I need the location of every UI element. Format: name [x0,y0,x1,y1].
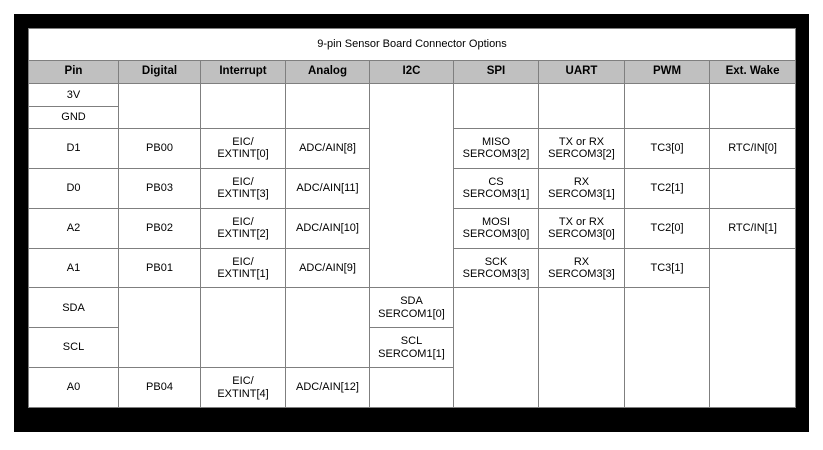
column-header-digital: Digital [118,59,201,85]
image-black-frame: 9-pin Sensor Board Connector Options Pin… [14,14,809,432]
cell-a1-digital: PB01 [118,247,201,289]
cell-unavailable-pwm [624,287,710,408]
column-header-i2c: I2C [369,59,454,85]
table-row: GND [28,105,796,130]
cell-unavailable-ext_wake [708,247,797,409]
column-header-ext-wake: Ext. Wake [708,59,797,85]
column-header-spi: SPI [453,59,539,85]
cell-a2-pwm: TC2[0] [624,207,710,249]
cell-d0-analog: ADC/AIN[11] [285,167,370,209]
cell-unavailable-pwm [624,83,710,130]
table-title-row: 9-pin Sensor Board Connector Options [27,28,797,61]
pin-label-d1: D1 [28,128,119,169]
cell-unavailable-interrupt [200,287,286,369]
column-header-uart: UART [538,59,625,85]
pin-label-a0: A0 [28,367,119,408]
cell-d1-ext-wake: RTC/IN[0] [708,128,797,169]
cell-unavailable-i2c [369,367,454,408]
cell-a2-digital: PB02 [118,207,201,249]
cell-d0-digital: PB03 [118,167,201,209]
column-header-pin: Pin [28,59,119,85]
cell-d1-interrupt: EIC/EXTINT[0] [200,128,286,169]
cell-unavailable-spi [453,287,539,408]
cell-unavailable-analog [285,287,370,369]
pinout-table: 9-pin Sensor Board Connector Options Pin… [27,28,797,409]
cell-unavailable-spi [453,83,539,130]
column-header-interrupt: Interrupt [200,59,286,85]
cell-d1-pwm: TC3[0] [624,128,710,169]
cell-a2-interrupt: EIC/EXTINT[2] [200,207,286,249]
pin-label-d0: D0 [28,167,119,209]
cell-unavailable-ext_wake [708,83,797,130]
pin-label-a2: A2 [28,207,119,249]
cell-unavailable-i2c [369,83,454,289]
cell-a1-analog: ADC/AIN[9] [285,247,370,289]
column-header-analog: Analog [285,59,370,85]
pin-label-sda: SDA [28,287,119,329]
cell-unavailable-digital [118,287,201,369]
table-container: 9-pin Sensor Board Connector Options Pin… [27,28,797,409]
cell-unavailable-interrupt [200,83,286,130]
table-row: 3V [28,83,797,289]
cell-unavailable-digital [118,83,201,130]
cell-d1-analog: ADC/AIN[8] [285,128,370,169]
pin-label-gnd: GND [28,105,119,130]
cell-a0-analog: ADC/AIN[12] [285,367,370,408]
cell-a2-analog: ADC/AIN[10] [285,207,370,249]
cell-a0-digital: PB04 [118,367,201,408]
column-header-pwm: PWM [624,59,710,85]
cell-a0-interrupt: EIC/EXTINT[4] [200,367,286,408]
cell-a1-pwm: TC3[1] [624,247,710,289]
pin-label-scl: SCL [28,327,119,369]
cell-unavailable-uart [538,287,625,408]
cell-unavailable-uart [538,83,625,130]
cell-a2-ext-wake: RTC/IN[1] [708,207,797,249]
cell-unavailable-analog [285,83,370,130]
pin-label-a1: A1 [28,247,119,289]
cell-d0-pwm: TC2[1] [624,167,710,209]
cell-unavailable-ext_wake [708,167,797,209]
cell-d0-interrupt: EIC/EXTINT[3] [200,167,286,209]
pin-label-3v: 3V [28,83,119,107]
cell-d1-digital: PB00 [118,128,201,169]
cell-a1-interrupt: EIC/EXTINT[1] [200,247,286,289]
page-title: 9-pin Sensor Board Connector Options [27,28,797,61]
